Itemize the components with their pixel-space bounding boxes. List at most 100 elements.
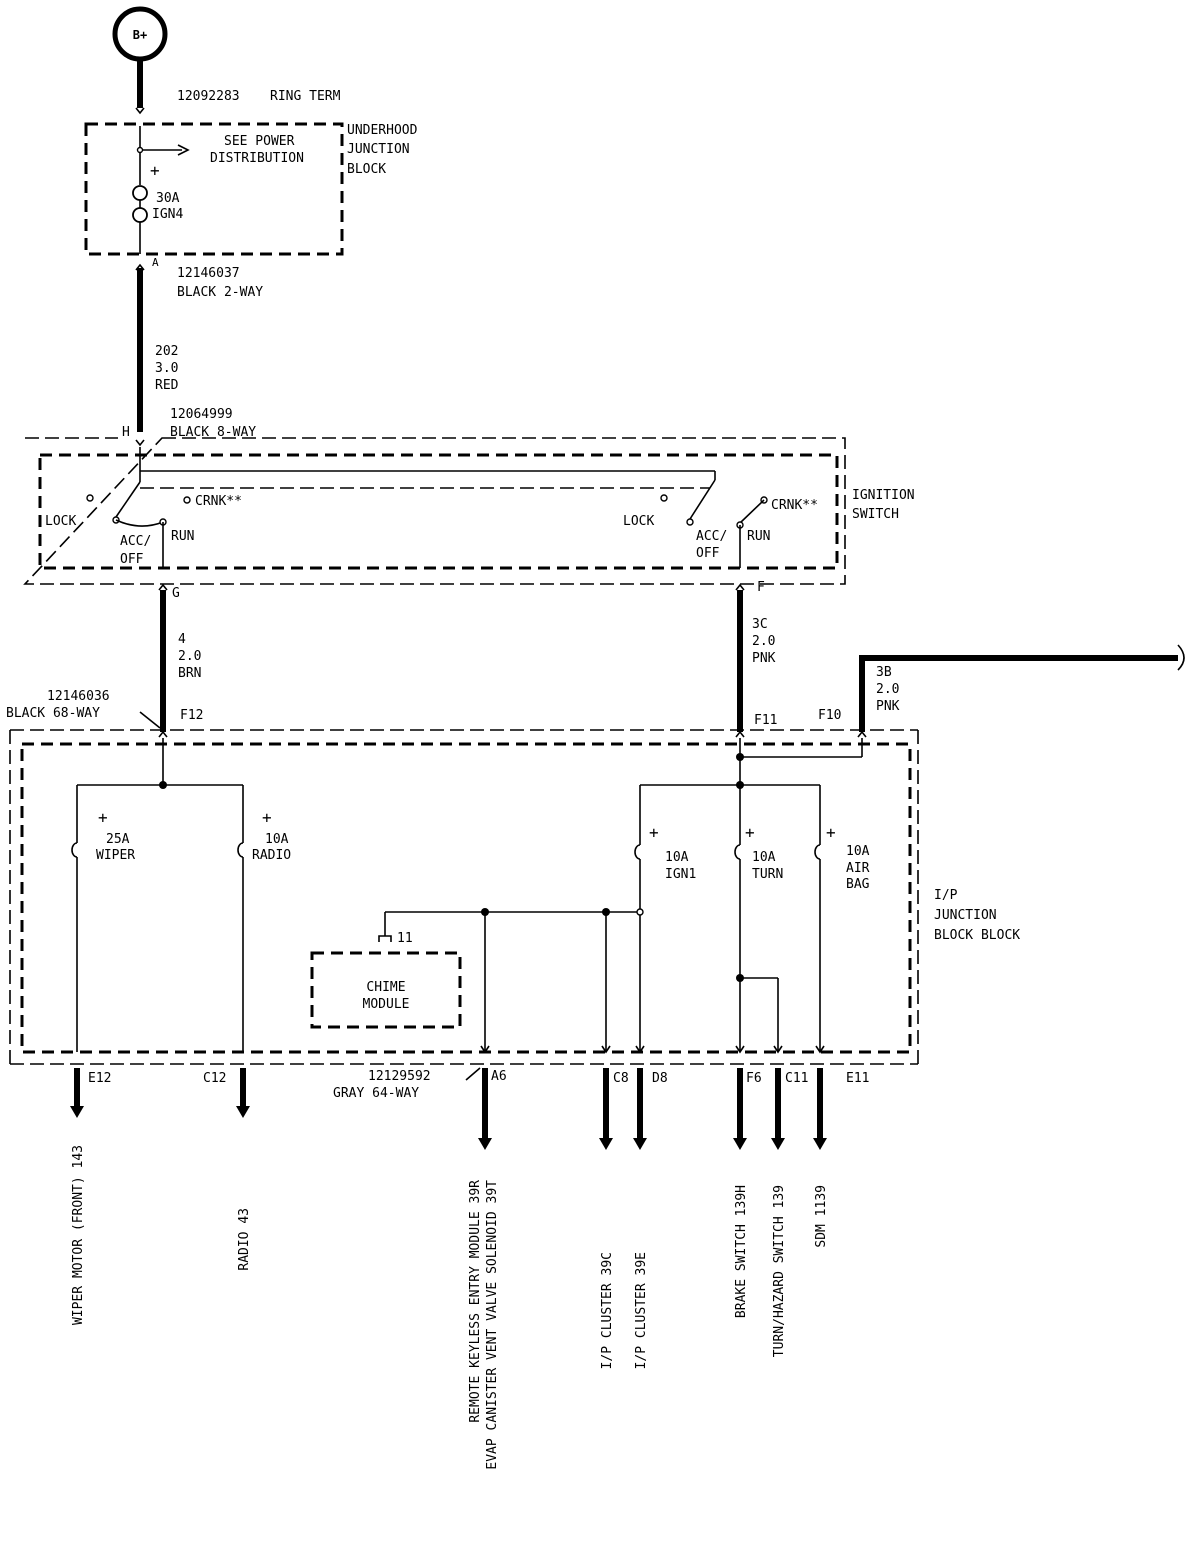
pin-e12: E12: [88, 1071, 111, 1086]
ign1-fuse-rating: 10A: [665, 850, 689, 865]
lock-left: LOCK: [45, 514, 76, 529]
conn-8way-pin: H: [122, 425, 130, 440]
wire-4-gauge: 2.0: [178, 649, 201, 664]
wire-3b-gauge: 2.0: [876, 682, 899, 697]
output-label-keyless-1: REMOTE KEYLESS ENTRY MODULE 39R: [468, 1180, 483, 1423]
ring-term-name: RING TERM: [270, 89, 341, 104]
output-wire-sdm: [813, 1068, 827, 1150]
output-wire-turn-hazard: [771, 1068, 785, 1150]
turn-fuse-plus: +: [745, 823, 755, 842]
airbag-fuse-rating: 10A: [846, 844, 870, 859]
turn-fuse-name: TURN: [752, 867, 783, 882]
ip-block-outline: [20, 742, 912, 1054]
underhood-label-3: BLOCK: [347, 162, 386, 177]
pin-f12: F12: [180, 708, 203, 723]
acc-off-right-2: OFF: [696, 546, 720, 561]
underhood-label-2: JUNCTION: [347, 142, 410, 157]
wiper-fuse-rating: 25A: [106, 832, 130, 847]
lock-right: LOCK: [623, 514, 654, 529]
output-wire-radio: [236, 1068, 250, 1118]
wire-202-circuit: 202: [155, 344, 178, 359]
output-wire-brake: [733, 1068, 747, 1150]
airbag-fuse-name-2: BAG: [846, 877, 870, 892]
radio-fuse-plus: +: [262, 808, 272, 827]
ip-block-label-1: I/P: [934, 888, 958, 903]
underhood-fuse-plus: +: [150, 161, 160, 180]
see-power-note-2: DISTRIBUTION: [210, 151, 304, 166]
output-wire-keyless: [478, 1068, 492, 1150]
pin-c11: C11: [785, 1071, 808, 1086]
output-wire-wiper: [70, 1068, 84, 1118]
output-label-keyless-2: EVAP CANISTER VENT VALVE SOLENOID 39T: [485, 1180, 500, 1470]
pin-f6: F6: [746, 1071, 762, 1086]
battery-terminal: B+: [112, 6, 168, 62]
pin-d8: D8: [652, 1071, 668, 1086]
output-wire-cluster-c: [599, 1068, 613, 1150]
ip-block-label-3: BLOCK BLOCK: [934, 928, 1020, 943]
airbag-fuse-plus: +: [826, 823, 836, 842]
output-label-cluster-e: I/P CLUSTER 39E: [634, 1252, 649, 1369]
run-right: RUN: [747, 529, 770, 544]
pin-e11: E11: [846, 1071, 869, 1086]
pin-c8: C8: [613, 1071, 629, 1086]
chime-module-outline: [310, 951, 462, 1029]
run-left: RUN: [171, 529, 194, 544]
output-label-radio: RADIO 43: [237, 1208, 252, 1271]
wire-4-color: BRN: [178, 666, 201, 681]
wire-202-color: RED: [155, 378, 179, 393]
conn-8way-part: 12064999: [170, 407, 233, 422]
ip-block-label-2: JUNCTION: [934, 908, 997, 923]
underhood-label-1: UNDERHOOD: [347, 123, 418, 138]
chime-module-label-2: MODULE: [363, 997, 410, 1012]
conn-68way-name: BLACK 68-WAY: [6, 706, 100, 721]
pin-c12: C12: [203, 1071, 226, 1086]
fuse-30a-icon: [132, 185, 148, 223]
pin-f11: F11: [754, 713, 777, 728]
acc-off-right-1: ACC/: [696, 529, 727, 544]
conn-2way-name: BLACK 2-WAY: [177, 285, 263, 300]
chime-module-label-1: CHIME: [366, 980, 405, 995]
ignition-pin-g: G: [172, 586, 180, 601]
wire-3b-color: PNK: [876, 699, 900, 714]
ring-term-part: 12092283: [177, 89, 240, 104]
ignition-label-2: SWITCH: [852, 507, 899, 522]
pin-a6: A6: [491, 1069, 507, 1084]
conn-64way-part: 12129592: [368, 1069, 431, 1084]
acc-off-left-1: ACC/: [120, 534, 151, 549]
wire-3c-color: PNK: [752, 651, 776, 666]
output-wire-cluster-e: [633, 1068, 647, 1150]
conn-8way-name: BLACK 8-WAY: [170, 425, 256, 440]
output-label-cluster-c: I/P CLUSTER 39C: [600, 1252, 615, 1369]
wire-3c-gauge: 2.0: [752, 634, 775, 649]
radio-fuse-name: RADIO: [252, 848, 291, 863]
crnk-left: CRNK**: [195, 494, 242, 509]
wiper-fuse-plus: +: [98, 808, 108, 827]
underhood-pin-a: A: [152, 256, 159, 269]
see-power-note-1: SEE POWER: [224, 134, 295, 149]
crnk-right: CRNK**: [771, 498, 818, 513]
pin-f10: F10: [818, 708, 841, 723]
ignition-outer-outline: [23, 437, 846, 585]
ignition-label-1: IGNITION: [852, 488, 915, 503]
radio-fuse-rating: 10A: [265, 832, 289, 847]
ignition-pin-f: F: [757, 580, 765, 595]
wire-3c-circuit: 3C: [752, 617, 768, 632]
conn-68way-part: 12146036: [47, 689, 110, 704]
output-label-brake: BRAKE SWITCH 139H: [734, 1185, 749, 1318]
output-label-wiper: WIPER MOTOR (FRONT) 143: [71, 1145, 86, 1325]
wire-3b-circuit: 3B: [876, 665, 892, 680]
conn-64way-name: GRAY 64-WAY: [333, 1086, 419, 1101]
underhood-block-outline: [84, 122, 344, 256]
underhood-fuse-name: IGN4: [152, 207, 183, 222]
underhood-fuse-rating: 30A: [156, 191, 180, 206]
airbag-fuse-name-1: AIR: [846, 861, 870, 876]
output-label-turn-hazard: TURN/HAZARD SWITCH 139: [772, 1185, 787, 1357]
turn-fuse-rating: 10A: [752, 850, 776, 865]
acc-off-left-2: OFF: [120, 552, 144, 567]
ign1-fuse-plus: +: [649, 823, 659, 842]
conn-2way-part: 12146037: [177, 266, 240, 281]
wire-202-gauge: 3.0: [155, 361, 178, 376]
battery-label: B+: [133, 28, 147, 42]
chime-pin-11: 11: [397, 931, 413, 946]
